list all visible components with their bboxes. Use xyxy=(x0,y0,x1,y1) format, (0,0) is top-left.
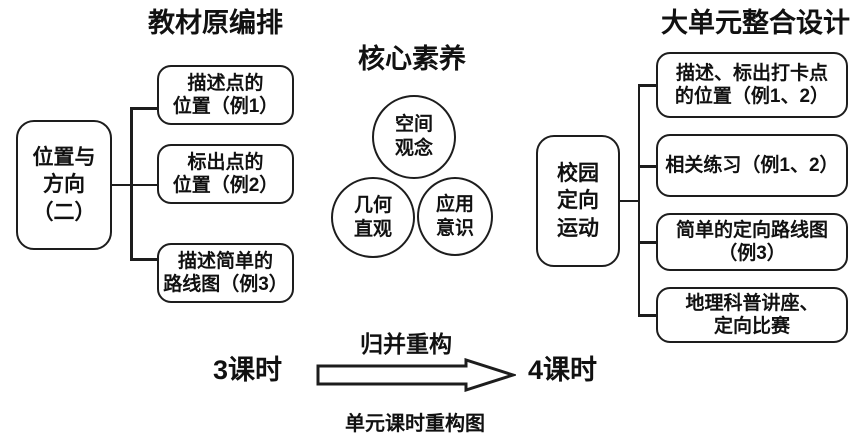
right-child-label-3: 简单的定向路线图 （例3） xyxy=(675,219,828,264)
left-section-heading: 教材原编排 xyxy=(148,8,283,38)
right-trunk xyxy=(637,84,640,316)
left-root-label: 位置与 方向 （二） xyxy=(32,146,96,224)
right-branch-2 xyxy=(637,165,658,168)
right-child-label-2: 相关练习（例1、2） xyxy=(665,154,839,176)
core-literacy-circle-spatial-concept[interactable]: 空间 观念 xyxy=(372,95,456,179)
left-branch-3 xyxy=(130,258,158,261)
right-root-label: 校园 定向 运动 xyxy=(557,162,599,240)
right-child-node-1[interactable]: 描述、标出打卡点 的位置（例1、2） xyxy=(656,52,848,118)
left-child-label-1: 描述点的 位置（例1） xyxy=(172,72,279,117)
hours-before-label: 3课时 xyxy=(213,355,283,385)
right-child-node-4[interactable]: 地理科普讲座、 定向比赛 xyxy=(656,287,848,343)
left-child-label-3: 描述简单的 路线图（例3） xyxy=(163,250,288,295)
right-branch-1 xyxy=(637,84,658,87)
right-root-node[interactable]: 校园 定向 运动 xyxy=(536,135,620,267)
core-literacy-circle-geometric-intuition[interactable]: 几何 直观 xyxy=(331,177,415,258)
right-child-node-3[interactable]: 简单的定向路线图 （例3） xyxy=(656,213,848,271)
diagram-caption: 单元课时重构图 xyxy=(345,413,485,435)
left-root-stem xyxy=(112,183,132,186)
merge-arrow-icon xyxy=(316,358,516,392)
core-literacy-circle-application-awareness[interactable]: 应用 意识 xyxy=(417,177,493,256)
left-child-node-2[interactable]: 标出点的 位置（例2） xyxy=(157,144,294,204)
right-root-stem xyxy=(620,199,640,202)
left-child-label-2: 标出点的 位置（例2） xyxy=(172,151,279,196)
core-literacy-label-spatial-concept: 空间 观念 xyxy=(394,114,433,159)
core-literacy-label-geometric-intuition: 几何 直观 xyxy=(353,194,392,240)
core-literacy-label-application-awareness: 应用 意识 xyxy=(435,193,474,239)
left-branch-1 xyxy=(130,107,158,110)
right-branch-4 xyxy=(637,314,658,317)
right-branch-3 xyxy=(637,241,658,244)
left-child-node-1[interactable]: 描述点的 位置（例1） xyxy=(157,65,294,125)
right-child-node-2[interactable]: 相关练习（例1、2） xyxy=(656,134,848,197)
transform-arrow-label: 归并重构 xyxy=(360,331,452,357)
hours-after-label: 4课时 xyxy=(528,355,598,385)
right-child-label-1: 描述、标出打卡点 的位置（例1、2） xyxy=(674,62,830,107)
left-child-node-3[interactable]: 描述简单的 路线图（例3） xyxy=(157,243,294,303)
right-section-heading: 大单元整合设计 xyxy=(661,8,850,38)
center-section-heading: 核心素养 xyxy=(358,44,466,74)
left-branch-2 xyxy=(130,183,158,186)
right-child-label-4: 地理科普讲座、 定向比赛 xyxy=(685,292,819,337)
left-root-node[interactable]: 位置与 方向 （二） xyxy=(16,120,112,250)
